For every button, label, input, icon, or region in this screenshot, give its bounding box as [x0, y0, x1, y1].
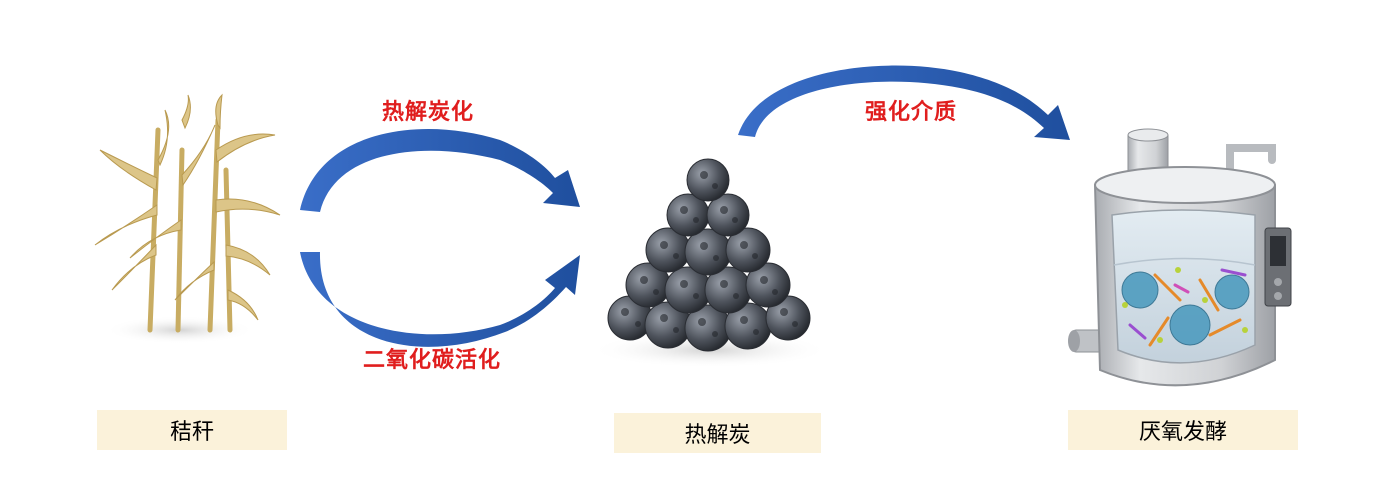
co2-activation-arrow [300, 252, 580, 347]
digester-label: 厌氧发酵 [1068, 410, 1298, 450]
pyrolysis-label: 热解炭化 [382, 100, 475, 125]
enhanced-medium-label: 强化介质 [865, 100, 958, 125]
anaerobic-digester-icon [1068, 128, 1292, 387]
biochar-pile-icon [590, 158, 830, 368]
biochar-label: 热解炭 [614, 413, 821, 453]
corn-straw-icon [94, 93, 281, 344]
enhanced-medium-arrow [738, 65, 1070, 140]
co2-activation-label: 二氧化碳活化 [363, 348, 502, 373]
straw-label: 秸秆 [97, 410, 287, 450]
pyrolysis-arrow [300, 128, 580, 212]
